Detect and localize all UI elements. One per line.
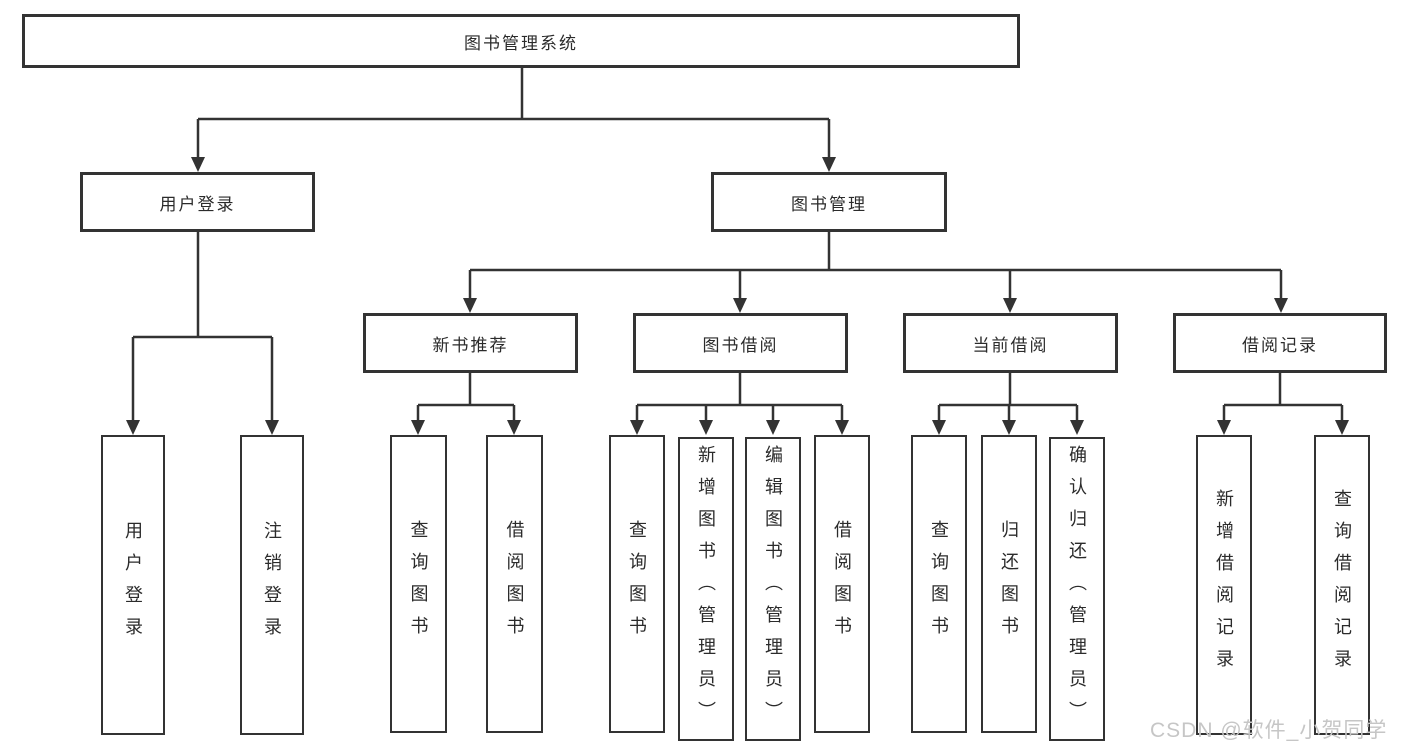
leaf-borrow-books: 借阅图书 (486, 435, 543, 733)
leaf-query-books: 查询图书 (911, 435, 967, 733)
node-label: 图书管理系统 (464, 33, 578, 53)
leaf-label: 新增图书（管理员） (696, 445, 716, 733)
node-book-borrow: 图书借阅 (633, 313, 848, 373)
leaf-return-books: 归还图书 (981, 435, 1037, 733)
leaf-query-borrow-record: 查询借阅记录 (1314, 435, 1370, 735)
leaf-label: 确认归还（管理员） (1067, 445, 1087, 733)
leaf-borrow-books: 借阅图书 (814, 435, 870, 733)
node-label: 新书推荐 (432, 335, 509, 355)
node-current-borrow: 当前借阅 (903, 313, 1118, 373)
node-user-login: 用户登录 (80, 172, 315, 232)
leaf-label: 注销登录 (262, 521, 282, 649)
leaf-add-borrow-record: 新增借阅记录 (1196, 435, 1252, 735)
leaf-add-books-admin: 新增图书（管理员） (678, 437, 734, 741)
leaf-confirm-return-admin: 确认归还（管理员） (1049, 437, 1105, 741)
csdn-watermark: CSDN @软件_小贺同学 (1150, 719, 1388, 742)
node-borrow-records: 借阅记录 (1173, 313, 1387, 373)
leaf-logout: 注销登录 (240, 435, 304, 735)
leaf-label: 查询图书 (408, 520, 429, 648)
leaf-label: 借阅图书 (504, 520, 525, 648)
leaf-label: 查询图书 (929, 520, 949, 648)
node-label: 借阅记录 (1242, 335, 1318, 355)
leaf-label: 借阅图书 (832, 520, 852, 648)
leaf-label: 编辑图书（管理员） (763, 445, 783, 733)
node-label: 用户登录 (159, 194, 236, 214)
leaf-label: 归还图书 (999, 520, 1019, 648)
leaf-user-login: 用户登录 (101, 435, 165, 735)
leaf-label: 新增借阅记录 (1214, 489, 1234, 681)
leaf-edit-books-admin: 编辑图书（管理员） (745, 437, 801, 741)
leaf-query-books: 查询图书 (390, 435, 447, 733)
leaf-label: 查询借阅记录 (1332, 489, 1352, 681)
node-label: 图书借阅 (702, 335, 779, 355)
leaf-query-books: 查询图书 (609, 435, 665, 733)
node-label: 图书管理 (791, 194, 867, 214)
leaf-label: 用户登录 (123, 521, 143, 649)
node-label: 当前借阅 (972, 335, 1049, 355)
leaf-label: 查询图书 (627, 520, 647, 648)
node-root-library-system: 图书管理系统 (22, 14, 1020, 68)
node-book-management: 图书管理 (711, 172, 947, 232)
arrowhead-icons (126, 157, 1349, 435)
node-new-book-recommend: 新书推荐 (363, 313, 578, 373)
